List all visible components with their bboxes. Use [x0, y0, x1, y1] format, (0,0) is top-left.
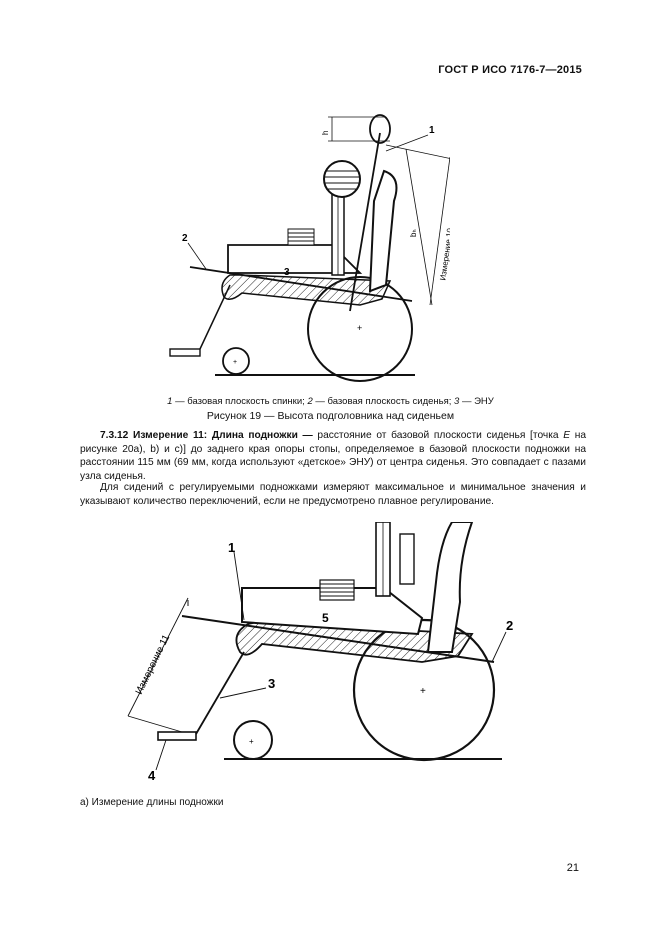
fig20a-label-2: 2 — [506, 618, 513, 633]
fig19-measure-label: Измерение 10 — [438, 227, 450, 281]
fig20a-label-3: 3 — [268, 676, 275, 691]
figure-20a-drawing: + + 5 Измерение 11 1 2 3 4 — [127, 522, 513, 783]
fig19-h-label: h — [321, 131, 330, 135]
fig20a-label-4: 4 — [148, 768, 156, 783]
section-7-3-12: 7.3.12 Измерение 11: Длина подножки — ра… — [80, 429, 586, 483]
svg-text:+: + — [249, 737, 254, 746]
fig19-label-1: 1 — [429, 125, 435, 136]
legend-text-1: — базовая плоскость спинки; — [172, 396, 308, 407]
adjustable-paragraph: Для сидений с регулируемыми подножками и… — [80, 482, 586, 507]
fig19-label-3: 3 — [284, 267, 290, 278]
fig20a-label-1: 1 — [228, 540, 235, 555]
legend-num-2: 2 — [307, 396, 313, 407]
fig19-label-2: 2 — [182, 233, 188, 244]
section-text-b: на рисунке 20a), b) и c)] до заднего кра… — [80, 430, 587, 482]
fig20a-measure-label: Измерение 11 — [134, 633, 173, 697]
page-number: 21 — [566, 862, 579, 874]
section-text-a: расстояние от базовой плоскости сиденья … — [312, 430, 564, 441]
figure-19-legend: 1 — базовая плоскость спинки; 2 — базова… — [0, 396, 661, 407]
fig19-bh-label: bₕ — [409, 229, 418, 237]
svg-text:+: + — [357, 323, 362, 333]
figure-20a-caption: а) Измерение длины подножки — [80, 797, 224, 808]
svg-text:+: + — [420, 686, 426, 697]
figure-19-drawing: + + 3 h bₕ Измерение 10 1 2 — [169, 114, 450, 382]
legend-text-3: — ЭНУ — [459, 396, 494, 407]
legend-num-1: 1 — [167, 396, 173, 407]
legend-text-2: — базовая плоскость сиденья; — [312, 396, 455, 407]
section-title: 7.3.12 Измерение 11: Длина подножки — — [100, 430, 313, 441]
point-e: E — [563, 430, 571, 441]
fig20a-label-5: 5 — [322, 611, 329, 625]
legend-num-3: 3 — [454, 396, 460, 407]
figure-19-caption: Рисунок 19 — Высота подголовника над сид… — [206, 410, 455, 422]
document-code: ГОСТ Р ИСО 7176-7—2015 — [438, 64, 582, 76]
svg-text:+: + — [233, 359, 237, 366]
